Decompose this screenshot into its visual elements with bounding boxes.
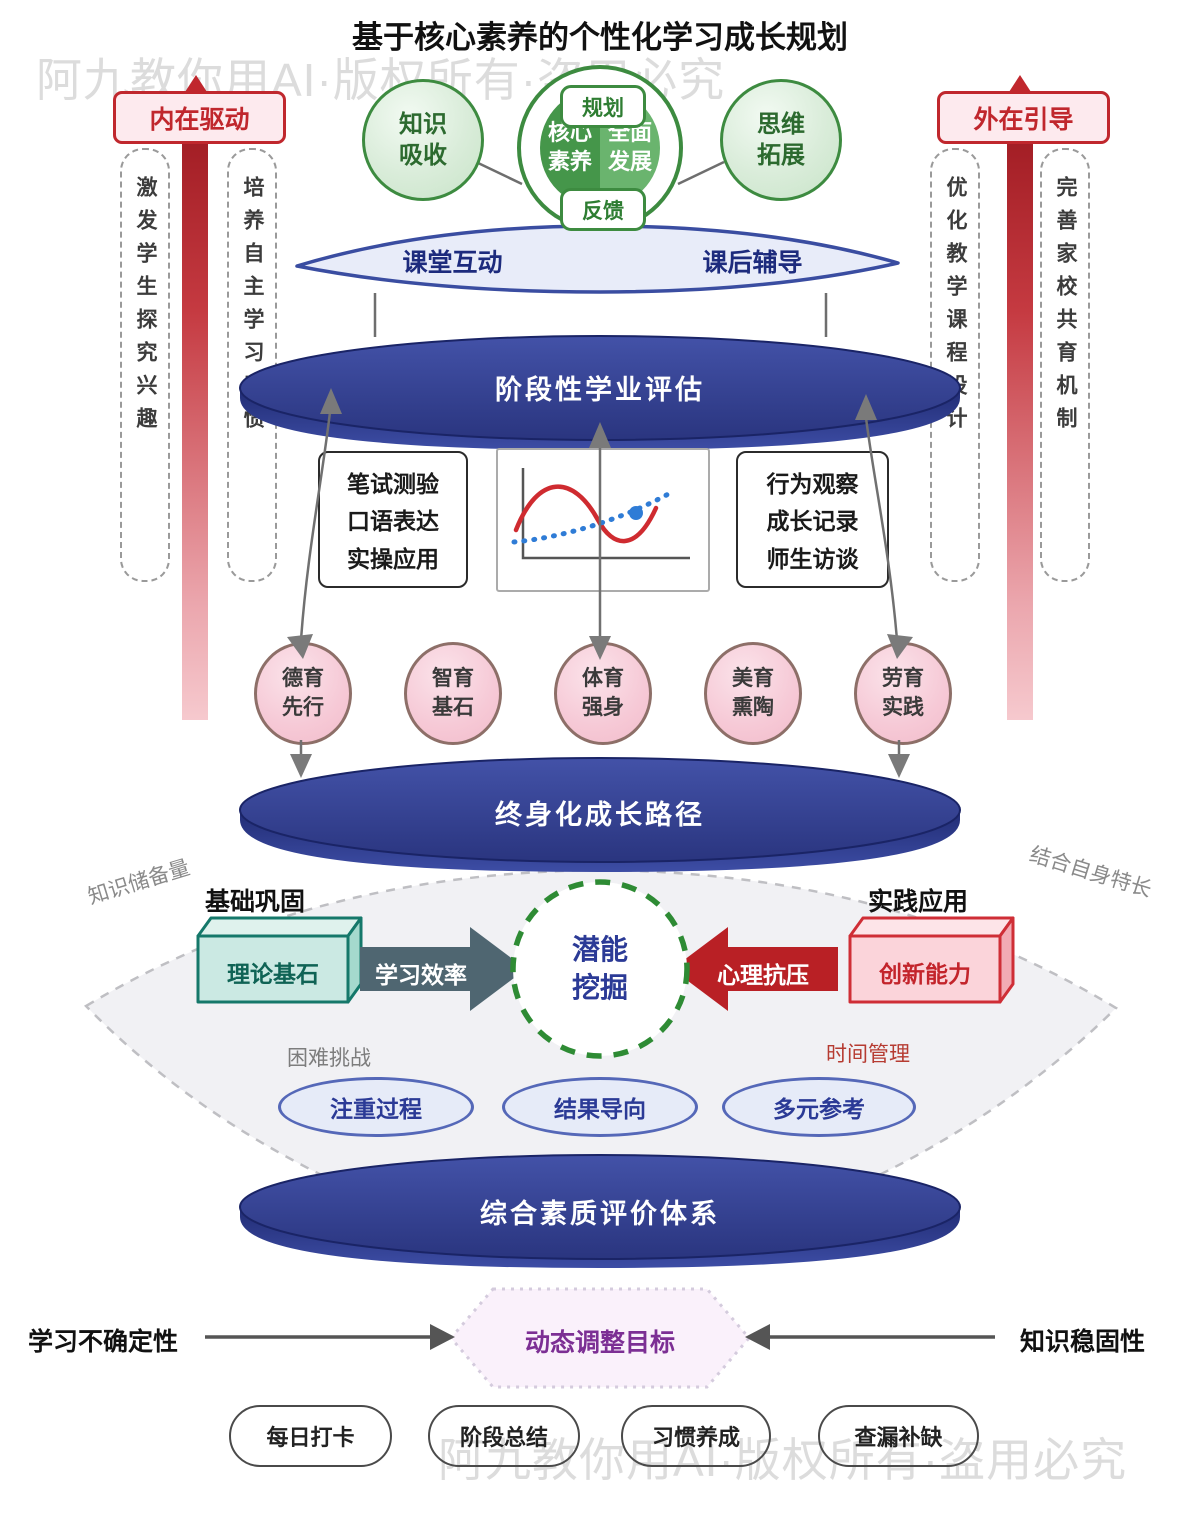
drive-column-label: 激发学生探究兴趣 bbox=[134, 176, 157, 440]
bottom-arrows bbox=[205, 1324, 995, 1350]
knowledge-circle: 知识吸收 bbox=[362, 79, 484, 201]
method-item: 师生访谈 bbox=[766, 546, 859, 573]
pill-daily-checkin: 每日打卡 bbox=[229, 1405, 392, 1467]
outer-guide-arrow-icon bbox=[1009, 75, 1031, 92]
thinking-circle: 思维拓展 bbox=[720, 79, 842, 201]
guide-column-label: 完善家校共育机制 bbox=[1054, 176, 1077, 440]
mid-pill-process: 注重过程 bbox=[278, 1077, 474, 1137]
trend-chart-box bbox=[496, 448, 710, 592]
inner-drive-arrow-icon bbox=[185, 75, 207, 92]
pill-habit-building: 习惯养成 bbox=[621, 1405, 771, 1467]
resilience-arrow bbox=[672, 927, 838, 1011]
lens-label-classroom: 课堂互动 bbox=[402, 249, 503, 277]
pill-gap-filling: 查漏补缺 bbox=[818, 1405, 979, 1467]
note-difficulty: 困难挑战 bbox=[287, 1047, 371, 1070]
potential-circle bbox=[510, 879, 690, 1059]
plan-badge: 规划 bbox=[560, 85, 646, 128]
method-item: 口语表达 bbox=[347, 508, 439, 535]
method-box-observe: 行为观察 成长记录 师生访谈 bbox=[736, 451, 889, 588]
edu-circle-aesthetic: 美育熏陶 bbox=[704, 642, 802, 745]
method-item: 笔试测验 bbox=[347, 470, 439, 497]
goal-hexagon-label: 动态调整目标 bbox=[524, 1329, 675, 1357]
method-item: 成长记录 bbox=[766, 508, 859, 535]
pill-stage-summary: 阶段总结 bbox=[428, 1405, 580, 1467]
efficiency-arrow bbox=[360, 927, 526, 1011]
lens-label-tutoring: 课后辅导 bbox=[702, 249, 803, 277]
trend-chart-icon bbox=[511, 468, 690, 560]
thinking-circle-label: 思维拓展 bbox=[757, 110, 805, 169]
edu-circle-labor: 劳育实践 bbox=[854, 642, 952, 745]
disc-lifelong bbox=[239, 757, 961, 872]
disc-evaluation bbox=[239, 1154, 961, 1268]
resilience-arrow-label: 心理抗压 bbox=[717, 962, 809, 988]
label-stability: 知识稳固性 bbox=[1020, 1328, 1146, 1356]
method-item: 实操应用 bbox=[347, 546, 439, 573]
theory-box-3d bbox=[196, 916, 363, 1004]
heading-practice: 实践应用 bbox=[868, 888, 969, 916]
efficiency-arrow-label: 学习效率 bbox=[375, 962, 467, 988]
disc-lifelong-label: 终身化成长路径 bbox=[495, 800, 705, 830]
heading-foundation: 基础巩固 bbox=[205, 888, 306, 916]
edu-circle-intellectual: 智育基石 bbox=[404, 642, 502, 745]
innovation-box-label: 创新能力 bbox=[879, 961, 971, 987]
outer-guide-banner: 外在引导 bbox=[937, 91, 1110, 144]
disc-assessment bbox=[239, 335, 961, 450]
label-uncertainty: 学习不确定性 bbox=[28, 1328, 179, 1356]
mid-pill-multi: 多元参考 bbox=[722, 1077, 916, 1137]
outer-guide-bar bbox=[1007, 136, 1033, 720]
inner-drive-bar bbox=[182, 136, 208, 720]
disc-assessment-label: 阶段性学业评估 bbox=[495, 375, 705, 405]
page-title: 基于核心素养的个性化学习成长规划 bbox=[352, 20, 848, 55]
method-item: 行为观察 bbox=[766, 470, 859, 497]
knowledge-circle-label: 知识吸收 bbox=[399, 110, 447, 169]
guide-column-label: 优化教学课程设计 bbox=[944, 176, 967, 440]
guide-column-family: 完善家校共育机制 bbox=[1040, 148, 1090, 582]
interaction-lens bbox=[295, 224, 900, 294]
potential-circle-label: 潜能挖掘 bbox=[572, 934, 629, 1003]
inner-drive-banner: 内在驱动 bbox=[113, 91, 286, 144]
connector-stubs bbox=[373, 160, 828, 337]
method-box-written: 笔试测验 口语表达 实操应用 bbox=[318, 451, 468, 588]
edu-circle-moral: 德育先行 bbox=[254, 642, 352, 745]
feedback-badge: 反馈 bbox=[560, 188, 646, 231]
innovation-box-3d bbox=[848, 916, 1015, 1004]
note-time-management: 时间管理 bbox=[826, 1043, 910, 1066]
drive-column-explore: 激发学生探究兴趣 bbox=[120, 148, 170, 582]
theory-box-label: 理论基石 bbox=[227, 961, 319, 987]
disc-evaluation-label: 综合素质评价体系 bbox=[480, 1199, 720, 1229]
mid-pill-result: 结果导向 bbox=[502, 1077, 698, 1137]
edu-circle-physical: 体育强身 bbox=[554, 642, 652, 745]
guide-column-curriculum: 优化教学课程设计 bbox=[930, 148, 980, 582]
